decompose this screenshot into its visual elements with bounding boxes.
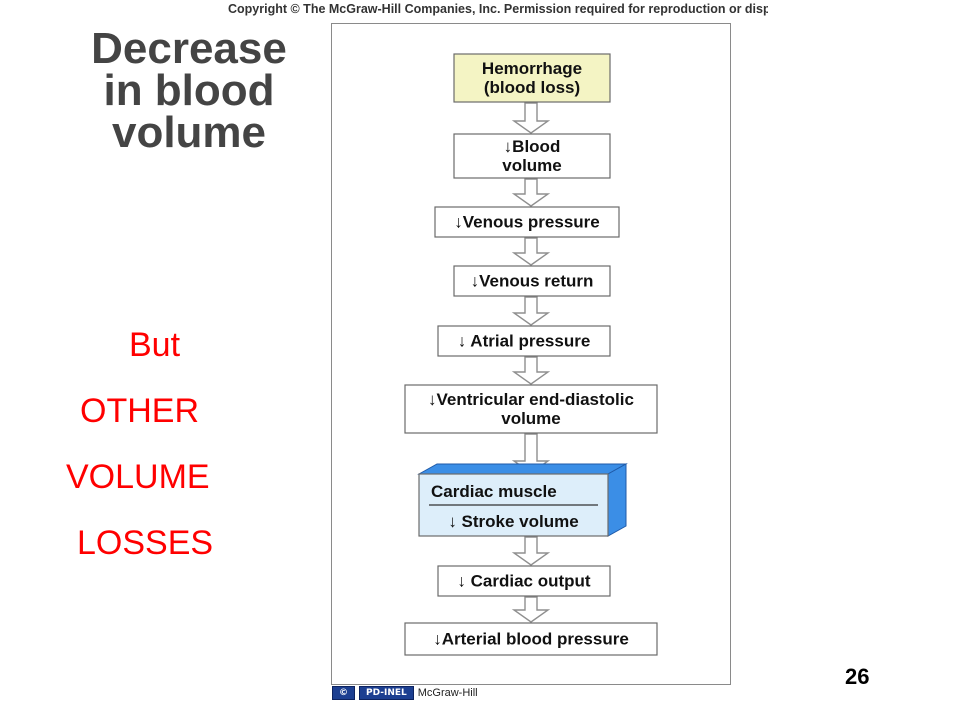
copyright-notice: Copyright © The McGraw-Hill Companies, I… [228, 2, 768, 16]
node-label: ↓Ventricular end-diastolic [428, 390, 634, 409]
node-label: ↓Venous pressure [454, 213, 600, 232]
side-text-other: OTHER [80, 392, 199, 430]
flow-arrow [511, 296, 551, 326]
node-label: ↓ Stroke volume [448, 512, 578, 531]
node-ventricular-edv [404, 384, 658, 434]
node-atrial-pressure [437, 325, 611, 357]
node-venous-return [453, 265, 611, 297]
side-text-losses: LOSSES [77, 524, 214, 562]
flow-arrow [511, 237, 551, 266]
side-text-volume: VOLUME [66, 458, 210, 496]
node-blood-volume [453, 133, 611, 179]
box-side-face [607, 463, 627, 537]
node-label: ↓Blood [504, 137, 561, 156]
pd-inel-badge: PD-INEL [359, 686, 414, 700]
node-label: volume [502, 156, 562, 175]
node-label: ↓Venous return [471, 272, 594, 291]
flowchart-svg: Hemorrhage(blood loss)↓Bloodvolume↓Venou… [404, 53, 658, 656]
node-label: Hemorrhage [482, 59, 582, 78]
node-label: ↓Arterial blood pressure [433, 630, 629, 649]
copyright-badge: © [332, 686, 355, 700]
license-footer: © PD-INEL McGraw-Hill [332, 686, 478, 700]
slide-title-line-1: Decrease [91, 24, 287, 73]
node-label: Cardiac muscle [431, 482, 557, 501]
node-hemorrhage [453, 53, 611, 103]
node-label: volume [501, 409, 561, 428]
flow-arrow [511, 102, 551, 134]
node-venous-pressure [434, 206, 620, 238]
node-label: (blood loss) [484, 78, 580, 97]
flow-arrow [511, 596, 551, 623]
node-label: ↓ Atrial pressure [458, 332, 591, 351]
node-arterial-pressure [404, 622, 658, 656]
flow-arrow [511, 178, 551, 207]
slide-title-line-2: in blood [103, 66, 275, 115]
flow-arrow [511, 536, 551, 566]
node-cardiac-output [437, 565, 611, 597]
flow-arrow [511, 356, 551, 385]
slide-title: Decrease in blood volume [64, 24, 314, 157]
page-number: 26 [845, 664, 870, 689]
side-text-but: But [129, 326, 181, 364]
node-label: ↓ Cardiac output [457, 572, 591, 591]
publisher-label: McGraw-Hill [417, 687, 478, 699]
slide-title-line-3: volume [111, 108, 267, 157]
box-top-face [417, 463, 628, 475]
